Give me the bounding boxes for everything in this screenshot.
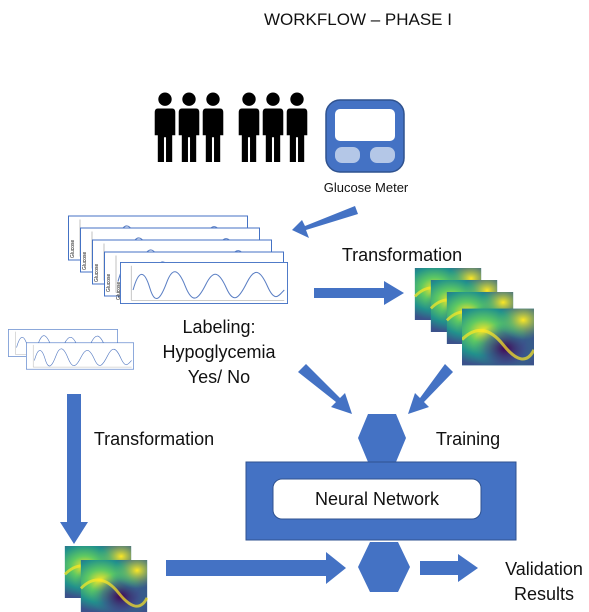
diagram-title: WORKFLOW – PHASE I xyxy=(264,10,452,29)
svg-text:Glucose: Glucose xyxy=(94,263,100,282)
svg-text:Glucose: Glucose xyxy=(70,239,76,258)
arrow-icon xyxy=(298,364,453,414)
neural-network-block xyxy=(245,461,517,541)
training-label: Training xyxy=(436,429,500,449)
labeling-text: Labeling: Hypoglycemia Yes/ No xyxy=(162,317,276,387)
svg-text:Validation: Validation xyxy=(505,559,583,579)
signal-plot-icon xyxy=(8,329,134,370)
labeling-line-1: Labeling: xyxy=(182,317,255,337)
transformation-left-label: Transformation xyxy=(94,429,214,449)
arrow-icon xyxy=(292,206,358,238)
glucose-meter-label: Glucose Meter xyxy=(324,180,409,195)
hexagon-node-icon xyxy=(358,542,410,592)
arrow-icon xyxy=(314,281,404,305)
transformation-top-label: Transformation xyxy=(342,245,462,265)
labeling-line-3: Yes/ No xyxy=(188,367,250,387)
scalogram-icon xyxy=(414,268,534,366)
labeling-line-2: Hypoglycemia xyxy=(162,342,276,362)
glucose-meter-icon xyxy=(325,99,405,173)
neural-network-label: Neural Network xyxy=(315,489,440,509)
validation-results-label: Validation Results xyxy=(505,559,583,604)
svg-text:Glucose: Glucose xyxy=(82,251,88,270)
signal-axis-labels: Glucose Glucose Glucose Glucose Glucose xyxy=(70,239,122,300)
scalogram-icon xyxy=(64,546,148,612)
arrow-icon xyxy=(60,394,88,544)
arrow-icon xyxy=(420,554,478,582)
svg-text:Glucose: Glucose xyxy=(106,273,112,292)
svg-text:Results: Results xyxy=(514,584,574,604)
svg-text:Glucose: Glucose xyxy=(116,281,122,300)
signal-plot-icon xyxy=(68,215,289,304)
people-icon xyxy=(154,92,308,162)
arrow-icon xyxy=(166,552,346,584)
hexagon-node-icon xyxy=(358,414,406,462)
